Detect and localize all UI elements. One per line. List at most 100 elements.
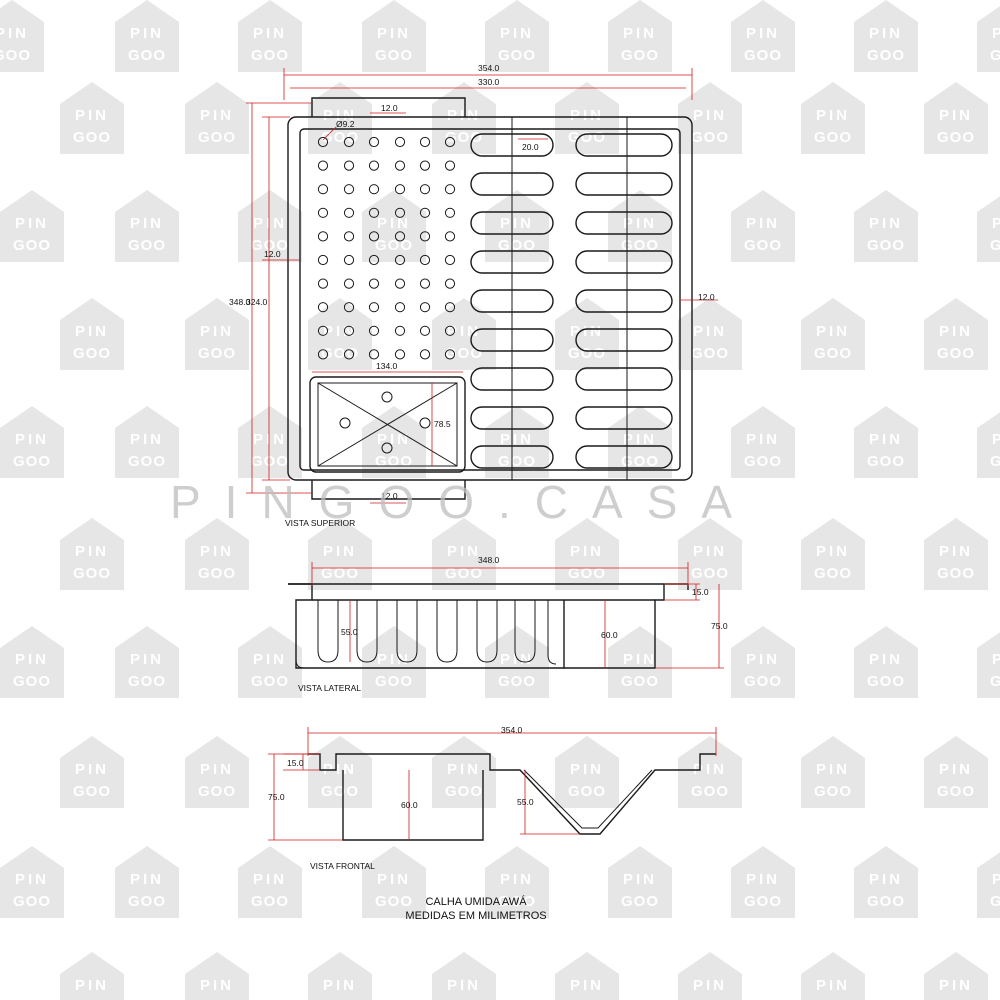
svg-text:PIN: PIN	[447, 761, 481, 778]
drain-hole	[419, 325, 431, 336]
svg-text:PIN: PIN	[323, 543, 357, 560]
dim-overall-height: 348.0	[229, 297, 251, 307]
svg-text:GOO: GOO	[814, 783, 852, 800]
svg-text:GOO: GOO	[498, 893, 536, 910]
drain-hole	[394, 302, 406, 313]
svg-text:GOO: GOO	[621, 237, 659, 254]
svg-text:PIN: PIN	[377, 25, 411, 42]
watermark-tile: PINGOO	[608, 846, 672, 918]
svg-text:GOO: GOO	[568, 565, 606, 582]
dim-front-flange: 15.0	[287, 758, 304, 768]
side-slot-profile	[317, 600, 339, 663]
drain-hole	[317, 136, 329, 148]
svg-text:GOO: GOO	[251, 673, 289, 690]
svg-text:PIN: PIN	[130, 25, 164, 42]
hole-grid	[317, 136, 456, 360]
side-slot-profile	[514, 600, 536, 663]
drain-hole	[343, 254, 355, 266]
svg-text:GOO: GOO	[128, 453, 166, 470]
svg-text:PIN: PIN	[253, 431, 287, 448]
drain-hole	[419, 207, 431, 218]
watermark-tile: PIN GOO	[801, 736, 865, 808]
svg-text:PIN: PIN	[75, 543, 109, 560]
watermark-tile: PINGOO	[854, 190, 918, 262]
dim-side-length: 348.0	[478, 555, 500, 565]
svg-text:GOO: GOO	[867, 673, 905, 690]
front-view: 354.0 15.0 75.0 60.0 55.0 VISTA FRONTAL	[268, 725, 717, 871]
drain-hole	[343, 278, 355, 289]
drain-hole	[317, 231, 329, 242]
drain-slot	[575, 133, 673, 157]
watermark-tile: PINGOO	[238, 846, 302, 918]
svg-text:GOO: GOO	[814, 565, 852, 582]
watermark-tile: PINGOO	[362, 626, 426, 698]
svg-text:PIN: PIN	[816, 323, 850, 340]
svg-text:GOO: GOO	[445, 345, 483, 362]
svg-text:PIN: PIN	[816, 761, 850, 778]
side-dimensions: 348.0 15.0 75.0 55.0 60.0	[311, 555, 728, 669]
drain-slot	[470, 133, 554, 157]
svg-text:GOO: GOO	[375, 47, 413, 64]
svg-text:PIN: PIN	[253, 651, 287, 668]
drain-hole	[368, 231, 380, 242]
svg-text:PIN: PIN	[570, 107, 604, 124]
watermark-tile: PINGOO	[608, 0, 672, 72]
svg-text:PIN: PIN	[130, 651, 164, 668]
svg-text:GOO: GOO	[691, 783, 729, 800]
dim-inner-height: 324.0	[246, 297, 268, 307]
drain-slot	[575, 211, 673, 235]
svg-text:PIN: PIN	[377, 651, 411, 668]
watermark-tile: PINGOO	[115, 626, 179, 698]
svg-text:PIN: PIN	[15, 431, 49, 448]
svg-text:PIN: PIN	[75, 761, 109, 778]
svg-text:PIN: PIN	[500, 215, 534, 232]
svg-text:PIN: PIN	[130, 871, 164, 888]
svg-text:GOO: GOO	[937, 129, 975, 146]
dim-left-margin: 12.0	[264, 249, 281, 259]
watermark-tile: PINGOO	[362, 846, 426, 918]
svg-text:GOO: GOO	[937, 565, 975, 582]
watermark-tile: PINGOO	[801, 952, 865, 1000]
svg-text:PIN: PIN	[992, 25, 1000, 42]
svg-text:GOO: GOO	[568, 129, 606, 146]
side-slot-profile	[476, 600, 498, 663]
svg-text:GOO: GOO	[568, 783, 606, 800]
svg-text:PIN: PIN	[693, 323, 727, 340]
drain-hole	[317, 302, 329, 313]
svg-text:GOO: GOO	[744, 47, 782, 64]
drain-hole	[343, 302, 355, 313]
watermark-tile: PINGOO	[731, 626, 795, 698]
watermark-tile: PINGOO	[731, 846, 795, 918]
dim-right-margin: 12.0	[698, 292, 715, 302]
watermark-tile: PINGOO	[924, 952, 988, 1000]
dim-side-slot-depth: 55.0	[341, 627, 358, 637]
svg-text:PIN: PIN	[75, 323, 109, 340]
svg-text:PIN: PIN	[746, 871, 780, 888]
svg-text:GOO: GOO	[13, 673, 51, 690]
watermark-tile: PINGOO	[854, 0, 918, 72]
drain-hole	[444, 349, 456, 360]
watermark-tile: PINGOO	[555, 736, 619, 808]
drain-hole	[419, 136, 431, 148]
watermark-tile: PINGOO	[485, 846, 549, 918]
top-tab	[311, 97, 466, 117]
drain-hole	[394, 136, 406, 148]
svg-text:GOO: GOO	[621, 893, 659, 910]
svg-text:PIN: PIN	[130, 215, 164, 232]
svg-text:GOO: GOO	[744, 453, 782, 470]
svg-text:GOO: GOO	[321, 565, 359, 582]
dim-side-flange: 15.0	[692, 587, 709, 597]
drain-hole	[444, 207, 456, 218]
watermark-tile: PINGOO	[0, 406, 64, 478]
svg-text:PIN: PIN	[570, 323, 604, 340]
svg-text:GOO: GOO	[321, 783, 359, 800]
svg-text:GOO: GOO	[13, 237, 51, 254]
watermark-tile: PINGOO	[731, 190, 795, 262]
svg-text:PIN: PIN	[992, 871, 1000, 888]
watermark-tile: PIN GOO	[308, 518, 372, 590]
svg-text:PIN: PIN	[323, 977, 357, 994]
svg-text:PIN: PIN	[939, 107, 973, 124]
drain-hole	[343, 207, 355, 218]
top-outer-plate	[287, 116, 693, 481]
